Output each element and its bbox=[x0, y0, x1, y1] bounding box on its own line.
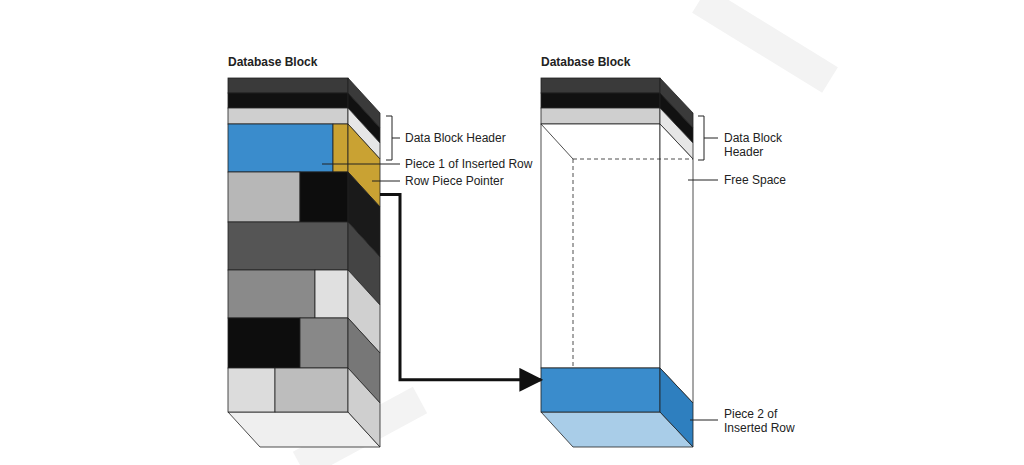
right-database-block bbox=[541, 78, 693, 447]
block-title: Database Block bbox=[541, 55, 630, 69]
block-title: Database Block bbox=[228, 55, 317, 69]
callout-label: Free Space bbox=[724, 173, 786, 187]
pointer-arrow bbox=[380, 195, 541, 380]
database-block: Database BlockRow Piece Pointer bbox=[228, 55, 380, 450]
left-database-block bbox=[228, 78, 380, 447]
callout-label: Piece 2 of Inserted Row bbox=[724, 407, 798, 435]
database-block: Database BlockPiece 2 of Inserted Row bbox=[541, 55, 693, 450]
callout-label: Data Block Header bbox=[724, 131, 798, 159]
row-piece-pointer: Row Piece Pointer bbox=[333, 124, 380, 207]
leader-lines bbox=[322, 116, 718, 420]
row-piece: Piece 2 of Inserted Row bbox=[541, 368, 693, 447]
callout-label: Data Block Header bbox=[405, 131, 506, 145]
callout-label: Piece 1 of Inserted Row bbox=[405, 157, 532, 171]
callout-label: Row Piece Pointer bbox=[405, 174, 504, 188]
watermark-stripes bbox=[300, 0, 830, 465]
